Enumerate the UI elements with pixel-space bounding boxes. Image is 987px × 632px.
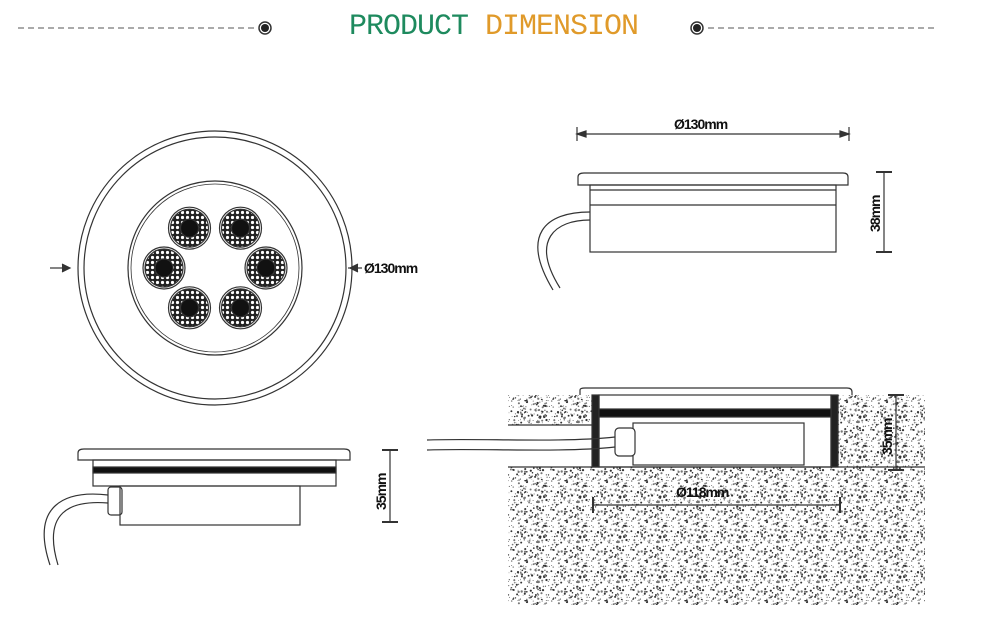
top-view-diameter-label: Ø130mm <box>364 260 418 276</box>
front-view-height-label: 35mm <box>373 473 389 510</box>
led-icon <box>167 206 212 250</box>
side-view-width-label: Ø130mm <box>674 116 728 132</box>
side-view <box>537 127 892 291</box>
installed-depth-label: 35mm <box>879 418 895 455</box>
top-view <box>50 130 362 406</box>
installed-view <box>426 387 925 605</box>
title-product: PRODUCT <box>348 10 469 44</box>
cutout-diameter-label: Ø118mm <box>676 484 729 500</box>
led-icon <box>218 286 263 330</box>
page-title: PRODUCT DIMENSION <box>0 10 987 44</box>
led-icon <box>218 206 263 250</box>
header-decoration <box>18 21 935 35</box>
led-icon <box>244 246 288 290</box>
title-dimension: DIMENSION <box>485 10 639 44</box>
led-array <box>142 206 288 330</box>
front-view <box>43 448 398 566</box>
section-header: PRODUCT DIMENSION <box>0 0 987 60</box>
side-view-height-label: 38mm <box>867 195 883 232</box>
led-icon <box>142 246 186 290</box>
led-icon <box>167 286 212 330</box>
